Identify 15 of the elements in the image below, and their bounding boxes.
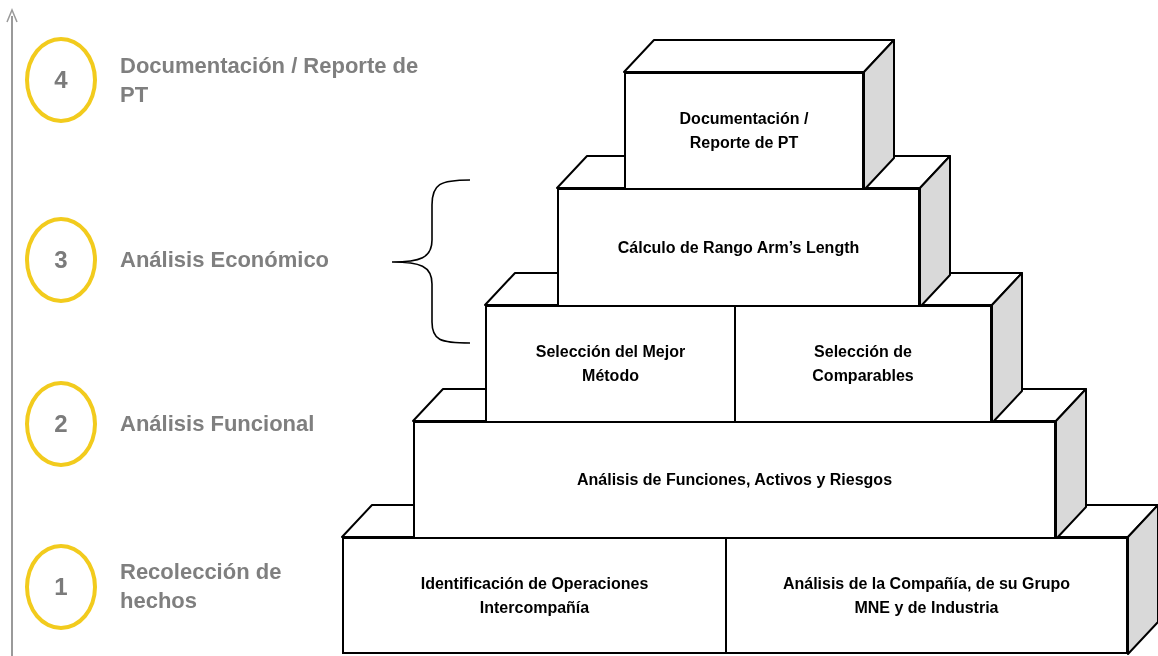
step-number: 1 (54, 573, 68, 601)
stage-label: Documentación / Reporte de PT (120, 52, 420, 109)
block-label: Identificación de Operaciones Intercompañía (419, 573, 650, 618)
stage-label: Recolección de hechos (120, 558, 283, 615)
step-number: 3 (54, 246, 68, 274)
stage-label: Análisis Funcional (120, 409, 316, 438)
block-label: Análisis de Funciones, Activos y Riesgos (576, 470, 893, 490)
block-label: Selección de Comparables (811, 342, 915, 386)
block-label: Documentación / Reporte de PT (678, 109, 810, 153)
block-label: Cálculo de Rango Arm’s Length (617, 237, 860, 258)
stage-label: Análisis Económico (120, 245, 331, 274)
block-label: Selección del Mejor Método (535, 342, 686, 386)
step-number: 2 (54, 410, 68, 438)
block-label: Análisis de la Compañía, de su Grupo MNE y de Industria (781, 573, 1072, 618)
step-number: 4 (54, 66, 68, 94)
